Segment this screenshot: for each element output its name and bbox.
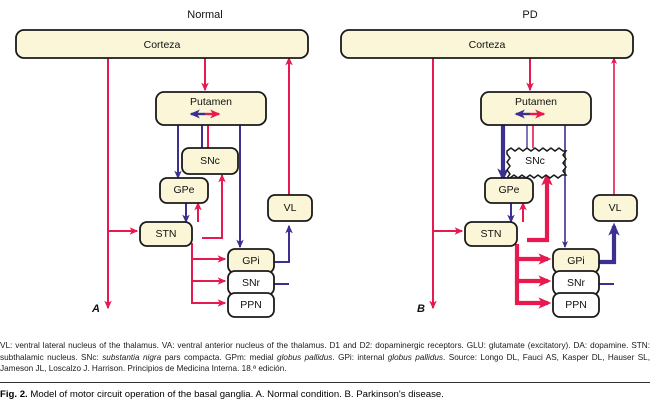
- panel-letter-a: A: [91, 303, 100, 315]
- legend-italic-globus-pallidus-2: globus pallidus: [387, 352, 444, 362]
- svg-text:Corteza: Corteza: [469, 39, 506, 51]
- node-ppn-normal: PPN: [227, 292, 275, 318]
- diagram-pd: PD: [340, 9, 638, 318]
- node-putamen-normal: Putamen: [155, 91, 267, 126]
- legend-line1-d: .: [443, 352, 446, 362]
- panel-title-normal: Normal: [187, 9, 222, 21]
- legend-line1-b: pars compacta. GPm: medial: [161, 352, 278, 362]
- panel-title-pd: PD: [522, 9, 537, 21]
- node-snr-normal: SNr: [227, 270, 275, 296]
- node-gpe-pd: GPe: [484, 177, 534, 204]
- node-gpe-normal: GPe: [159, 177, 209, 204]
- legend-italic-substantia-nigra: substantia nigra: [102, 352, 162, 362]
- node-vl-normal: VL: [267, 194, 313, 222]
- svg-text:SNc: SNc: [200, 155, 220, 167]
- node-stn-pd: STN: [464, 221, 518, 247]
- svg-text:GPi: GPi: [567, 255, 585, 267]
- figure-caption-text: Model of motor circuit operation of the …: [30, 389, 444, 400]
- svg-text:GPe: GPe: [498, 184, 519, 196]
- node-snc-pd: SNc: [505, 147, 568, 179]
- node-corteza-normal: Corteza: [15, 29, 309, 59]
- figure-caption: Fig. 2. Model of motor circuit operation…: [0, 389, 650, 400]
- svg-text:GPe: GPe: [173, 184, 194, 196]
- legend-italic-globus-pallidus-1: globus pallidus: [277, 352, 333, 362]
- legend-line1-c: . GPi: internal: [332, 352, 388, 362]
- node-putamen-pd: Putamen: [480, 91, 592, 126]
- svg-text:Corteza: Corteza: [144, 39, 181, 51]
- edges-normal: [104, 56, 293, 310]
- svg-text:SNr: SNr: [567, 277, 586, 289]
- node-ppn-pd: PPN: [552, 292, 600, 318]
- node-snr-pd: SNr: [552, 270, 600, 296]
- svg-text:STN: STN: [481, 228, 502, 240]
- svg-text:Putamen: Putamen: [190, 96, 232, 108]
- panel-letter-b: B: [417, 303, 425, 315]
- svg-text:PPN: PPN: [565, 299, 587, 311]
- figure-number: Fig. 2.: [0, 389, 28, 400]
- diagram-normal: Normal: [15, 9, 313, 318]
- node-gpi-pd: GPi: [552, 248, 600, 274]
- edges-pd: [429, 57, 620, 310]
- node-stn-normal: STN: [139, 221, 193, 247]
- caption-divider: [0, 382, 650, 383]
- node-corteza-pd: Corteza: [340, 29, 634, 59]
- svg-text:PPN: PPN: [240, 299, 262, 311]
- node-gpi-normal: GPi: [227, 248, 275, 274]
- legend-line1-a: VL: ventral lateral nucleus of the thala…: [0, 341, 650, 362]
- diagram-panels: Normal: [15, 9, 638, 318]
- svg-text:STN: STN: [156, 228, 177, 240]
- svg-text:GPi: GPi: [242, 255, 260, 267]
- legend-source: Source: Longo DL, Fauci AS, Kasper DL, H…: [0, 352, 650, 374]
- svg-text:VL: VL: [609, 202, 622, 214]
- svg-text:SNr: SNr: [242, 277, 261, 289]
- svg-text:SNc: SNc: [525, 155, 545, 167]
- node-vl-pd: VL: [592, 194, 638, 222]
- figure-legend: VL: ventral lateral nucleus of the thala…: [0, 340, 650, 375]
- node-snc-normal: SNc: [181, 147, 239, 175]
- svg-text:VL: VL: [284, 202, 297, 214]
- svg-text:Putamen: Putamen: [515, 96, 557, 108]
